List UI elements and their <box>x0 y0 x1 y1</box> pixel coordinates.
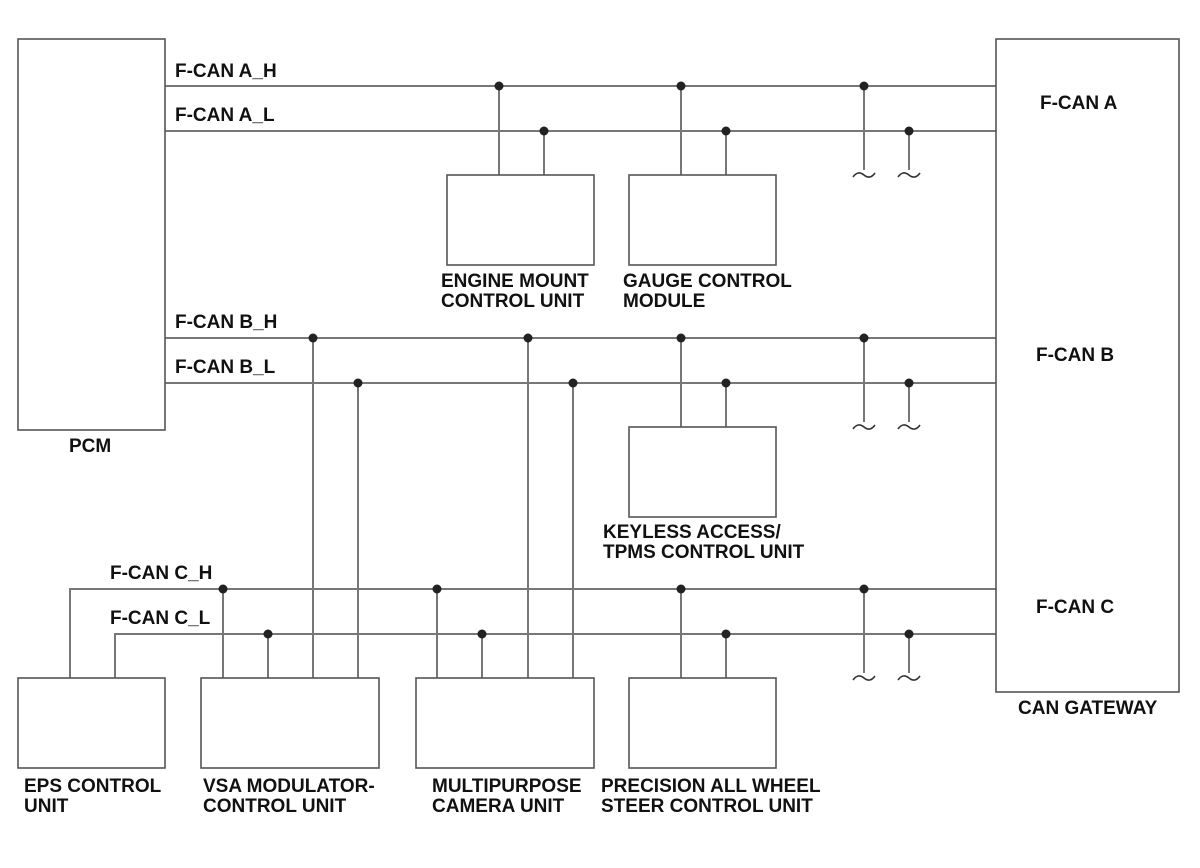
edge-break-marks <box>143 77 1023 643</box>
vsa-label-line1: VSA MODULATOR- <box>203 776 375 797</box>
break-mark-icon <box>852 675 876 681</box>
junction-dot <box>721 126 731 136</box>
junction-dot <box>218 584 228 594</box>
junction-dot <box>904 629 914 639</box>
gauge-label-line2: MODULE <box>623 291 705 312</box>
break-mark-icon <box>897 172 921 178</box>
bus-b-high-label: F-CAN B_H <box>175 312 277 333</box>
can-gateway-label: CAN GATEWAY <box>1018 698 1158 719</box>
bus-a-wires <box>148 85 1018 132</box>
engine-mount-label-line1: ENGINE MOUNT <box>441 271 589 292</box>
stub-break-marks <box>852 172 921 681</box>
bus-c-gateway-label: F-CAN C <box>1036 597 1114 618</box>
can-gateway-box <box>995 38 1180 693</box>
break-mark-icon <box>897 424 921 430</box>
eps-label-line1: EPS CONTROL <box>24 776 162 797</box>
camera-box <box>415 677 595 769</box>
junction-dot <box>432 584 442 594</box>
junction-dot <box>721 378 731 388</box>
junction-dot <box>721 629 731 639</box>
junction-dot <box>353 378 363 388</box>
junction-dot <box>859 333 869 343</box>
junction-dot <box>568 378 578 388</box>
awd-label-line1: PRECISION ALL WHEEL <box>601 776 821 797</box>
gauge-label-line1: GAUGE CONTROL <box>623 271 792 292</box>
junction-dot <box>494 81 504 91</box>
junction-dot <box>904 378 914 388</box>
bus-b-low-label: F-CAN B_L <box>175 357 276 378</box>
break-mark-icon <box>897 675 921 681</box>
pcm-box <box>17 38 166 431</box>
keyless-label-line2: TPMS CONTROL UNIT <box>603 542 805 563</box>
gauge-box <box>628 174 777 266</box>
junction-dot <box>308 333 318 343</box>
junction-dots <box>218 81 914 639</box>
junction-dot <box>263 629 273 639</box>
awd-label-line2: STEER CONTROL UNIT <box>601 796 813 817</box>
junction-dot <box>676 333 686 343</box>
bus-c-high-label: F-CAN C_H <box>110 563 212 584</box>
eps-box <box>17 677 166 769</box>
camera-label-line1: MULTIPURPOSE <box>432 776 582 797</box>
bus-c-low-label: F-CAN C_L <box>110 608 211 629</box>
vsa-box <box>200 677 380 769</box>
pcm-label: PCM <box>69 436 111 457</box>
bus-a-low-label: F-CAN A_L <box>175 105 275 126</box>
awd-box <box>628 677 777 769</box>
vsa-label-line2: CONTROL UNIT <box>203 796 347 817</box>
break-mark-icon <box>852 424 876 430</box>
junction-dot <box>539 126 549 136</box>
keyless-box <box>628 426 777 518</box>
camera-label-line2: CAMERA UNIT <box>432 796 565 817</box>
bus-c-wires <box>69 588 1018 678</box>
junction-dot <box>859 81 869 91</box>
keyless-label-line1: KEYLESS ACCESS/ <box>603 522 781 543</box>
bus-a-gateway-label: F-CAN A <box>1040 93 1118 114</box>
bus-a-high-label: F-CAN A_H <box>175 61 277 82</box>
junction-dot <box>904 126 914 136</box>
junction-dot <box>523 333 533 343</box>
eps-label-line2: UNIT <box>24 796 69 817</box>
junction-dot <box>676 81 686 91</box>
bus-b-gateway-label: F-CAN B <box>1036 345 1114 366</box>
bus-c-high-wire <box>69 588 1018 678</box>
junction-dot <box>859 584 869 594</box>
junction-dot <box>477 629 487 639</box>
bus-b-wires <box>148 337 1018 384</box>
engine-mount-label-line2: CONTROL UNIT <box>441 291 585 312</box>
break-mark-icon <box>852 172 876 178</box>
bus-c-low-wire <box>114 633 1018 678</box>
junction-dot <box>676 584 686 594</box>
module-drops <box>222 86 910 678</box>
engine-mount-box <box>446 174 595 266</box>
